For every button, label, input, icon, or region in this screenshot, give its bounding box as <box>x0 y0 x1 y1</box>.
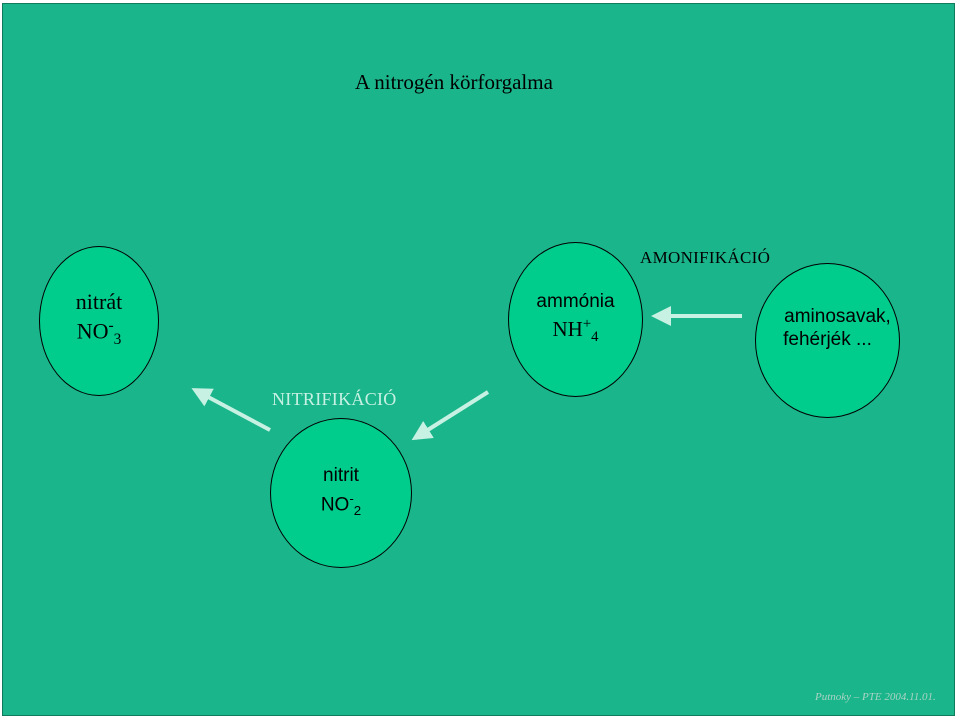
nitrate-name: nitrát <box>75 289 123 315</box>
amino-acids-node: aminosavak, fehérjék ... <box>755 263 900 418</box>
nitrite-formula: NO-2 <box>320 491 362 518</box>
nitrite-to-nitrate-arrow <box>191 388 271 432</box>
amino-acids-line1: aminosavak, <box>784 306 891 327</box>
ammonification-label: AMONIFIKÁCIÓ <box>640 248 771 267</box>
nitrate-node: nitrát NO-3 <box>39 246 159 396</box>
ammonia-name: ammónia <box>536 290 615 312</box>
nitrite-node: nitrit NO-2 <box>270 418 412 568</box>
nitrification-label: NITRIFIKÁCIÓ <box>272 389 397 409</box>
footer-credit: Putnoky – PTE 2004.11.01. <box>815 691 936 703</box>
amino-acids-line2: fehérjék ... <box>783 329 872 350</box>
nitrite-name: nitrit <box>323 465 359 487</box>
slide-title: A nitrogén körforgalma <box>355 70 553 94</box>
ammonia-node: ammónia NH+4 <box>508 242 643 397</box>
ammonia-formula: NH+4 <box>552 315 599 346</box>
ammonia-to-nitrite-arrow <box>411 390 490 441</box>
nitrate-formula: NO-3 <box>76 317 122 348</box>
